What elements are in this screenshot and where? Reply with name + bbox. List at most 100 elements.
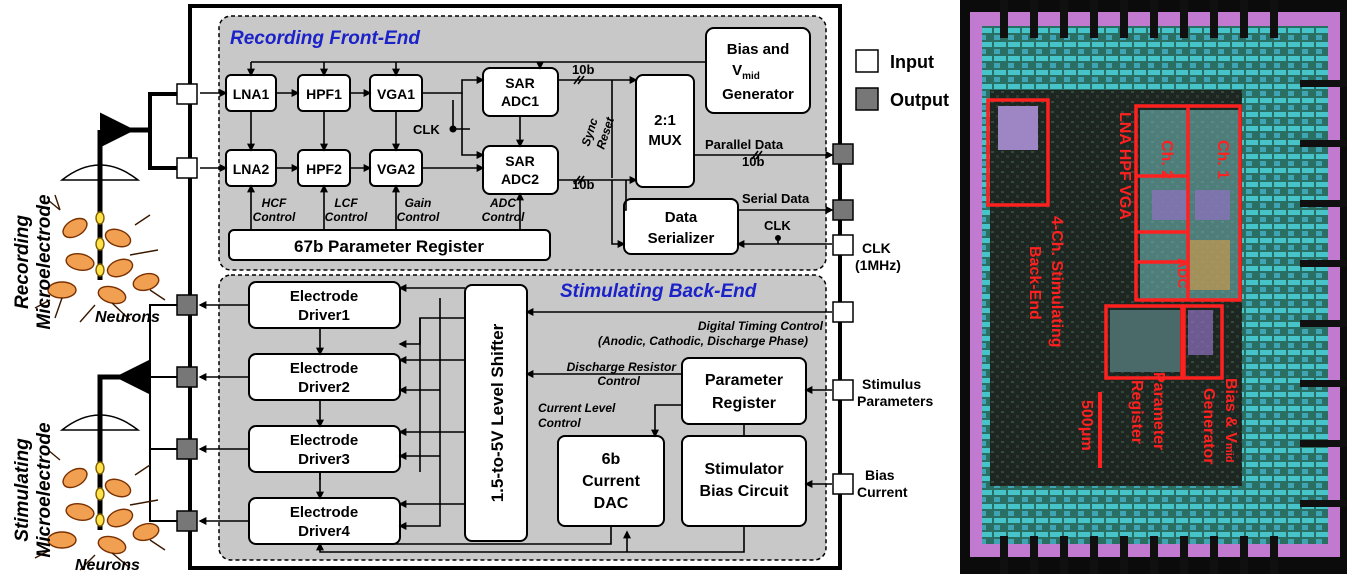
svg-text:67b Parameter Register: 67b Parameter Register xyxy=(294,237,484,256)
hpf1-label: HPF1 xyxy=(306,86,342,102)
input-pin xyxy=(832,379,854,401)
svg-text:Digital Timing Control: Digital Timing Control xyxy=(698,319,824,333)
svg-text:SAR: SAR xyxy=(505,153,535,169)
svg-text:Control: Control xyxy=(538,416,581,430)
legend-output-swatch xyxy=(855,87,879,111)
svg-text:Driver1: Driver1 xyxy=(298,307,350,324)
svg-text:Electrode: Electrode xyxy=(290,288,358,305)
svg-text:Generator: Generator xyxy=(722,86,794,103)
neurons-label-bottom: Neurons xyxy=(75,557,140,574)
svg-text:(1MHz): (1MHz) xyxy=(855,257,901,273)
svg-text:Back-End: Back-End xyxy=(1026,246,1043,320)
svg-text:SAR: SAR xyxy=(505,75,535,91)
output-pin xyxy=(832,199,854,221)
svg-text:CLK: CLK xyxy=(764,218,791,233)
output-pin xyxy=(176,294,198,316)
svg-text:4-Ch. Stimulating: 4-Ch. Stimulating xyxy=(1048,216,1065,348)
svg-text:Parameters: Parameters xyxy=(857,393,933,409)
svg-text:ADC1: ADC1 xyxy=(501,93,539,109)
svg-text:Register: Register xyxy=(1128,380,1145,444)
vga2-label: VGA2 xyxy=(377,161,415,177)
svg-text:Electrode: Electrode xyxy=(290,360,358,377)
input-pin xyxy=(176,157,198,179)
neurons-top-icon xyxy=(34,194,166,323)
svg-text:Control: Control xyxy=(253,210,296,224)
output-pin xyxy=(176,510,198,532)
svg-text:Electrode: Electrode xyxy=(290,432,358,449)
svg-text:LNA HPF VGA: LNA HPF VGA xyxy=(1116,112,1133,220)
clk-pin xyxy=(832,234,854,256)
die-micrograph xyxy=(960,0,1347,574)
neurons-label-top: Neurons xyxy=(95,309,160,326)
svg-text:Parameter: Parameter xyxy=(1150,372,1167,450)
svg-text:Microelectrode: Microelectrode xyxy=(34,194,55,330)
svg-text:Current: Current xyxy=(857,484,908,500)
svg-text:ADC2: ADC2 xyxy=(501,171,539,187)
stim-wires xyxy=(198,284,832,553)
stimulator-bias-circuit xyxy=(681,435,807,527)
output-pin xyxy=(176,438,198,460)
svg-text:DAC: DAC xyxy=(594,495,629,512)
svg-text:Parameter: Parameter xyxy=(705,372,783,389)
svg-text:Gain: Gain xyxy=(405,196,432,210)
svg-text:Register: Register xyxy=(712,395,776,412)
svg-text:Driver3: Driver3 xyxy=(298,451,350,468)
svg-text:Driver2: Driver2 xyxy=(298,379,350,396)
svg-text:6b: 6b xyxy=(602,451,621,468)
legend-output-label: Output xyxy=(890,90,949,110)
lna2-label: LNA2 xyxy=(233,161,270,177)
svg-text:HCF: HCF xyxy=(262,196,287,210)
svg-text:Electrode: Electrode xyxy=(290,504,358,521)
input-pin xyxy=(176,83,198,105)
svg-text:Microelectrode: Microelectrode xyxy=(34,422,55,558)
svg-text:Control: Control xyxy=(397,210,440,224)
mux-block xyxy=(635,74,695,188)
svg-text:Control: Control xyxy=(482,210,525,224)
svg-text:Stimulus: Stimulus xyxy=(862,376,921,392)
input-pin xyxy=(832,473,854,495)
recording-title: Recording Front-End xyxy=(230,28,420,49)
svg-text:Control: Control xyxy=(325,210,368,224)
lna1-label: LNA1 xyxy=(233,86,270,102)
svg-text:Ch. 2: Ch. 2 xyxy=(1158,140,1175,179)
svg-text:10b: 10b xyxy=(742,154,764,169)
svg-text:LCF: LCF xyxy=(334,196,358,210)
svg-text:Current Level: Current Level xyxy=(538,401,616,415)
svg-text:Bias and: Bias and xyxy=(727,41,790,58)
svg-text:Current: Current xyxy=(582,473,640,490)
input-pin xyxy=(832,301,854,323)
hpf2-label: HPF2 xyxy=(306,161,342,177)
svg-text:(Anodic, Cathodic, Discharge P: (Anodic, Cathodic, Discharge Phase) xyxy=(598,334,808,348)
svg-text:Bias Circuit: Bias Circuit xyxy=(700,483,790,500)
vga1-label: VGA1 xyxy=(377,86,415,102)
svg-text:Data: Data xyxy=(665,209,698,226)
level-shifter-block xyxy=(464,284,528,542)
die-annotations xyxy=(986,98,1242,380)
stim-parameter-register xyxy=(681,357,807,425)
svg-text:Discharge Resistor: Discharge Resistor xyxy=(567,360,678,374)
data-serializer-block xyxy=(623,198,739,255)
svg-text:10b: 10b xyxy=(572,62,594,77)
legend-input-swatch xyxy=(855,49,879,73)
svg-text:Serial Data: Serial Data xyxy=(742,191,810,206)
svg-text:Vmid: Vmid xyxy=(732,62,760,82)
svg-text:Generator: Generator xyxy=(1200,388,1217,464)
pins xyxy=(176,83,854,532)
svg-text:Ch. 1: Ch. 1 xyxy=(1214,140,1231,179)
stimulating-title: Stimulating Back-End xyxy=(560,281,757,302)
svg-text:Driver4: Driver4 xyxy=(298,523,350,540)
scale-label: 500μm xyxy=(1078,400,1095,451)
svg-text:Serializer: Serializer xyxy=(648,230,715,247)
svg-text:Bias & Vmid: Bias & Vmid xyxy=(1222,378,1239,462)
svg-text:Control: Control xyxy=(597,374,640,388)
output-pin xyxy=(176,366,198,388)
bias-vmid-generator xyxy=(705,27,811,114)
svg-text:Bias: Bias xyxy=(865,467,895,483)
neurons-bottom-icon xyxy=(34,449,166,571)
electrode-drivers: Electrode Driver1 Electrode Driver2 Elec… xyxy=(248,281,401,545)
output-pin xyxy=(832,143,854,165)
svg-text:2:1: 2:1 xyxy=(654,112,676,129)
svg-text:1.5-to-5V Level Shifter: 1.5-to-5V Level Shifter xyxy=(488,323,507,502)
